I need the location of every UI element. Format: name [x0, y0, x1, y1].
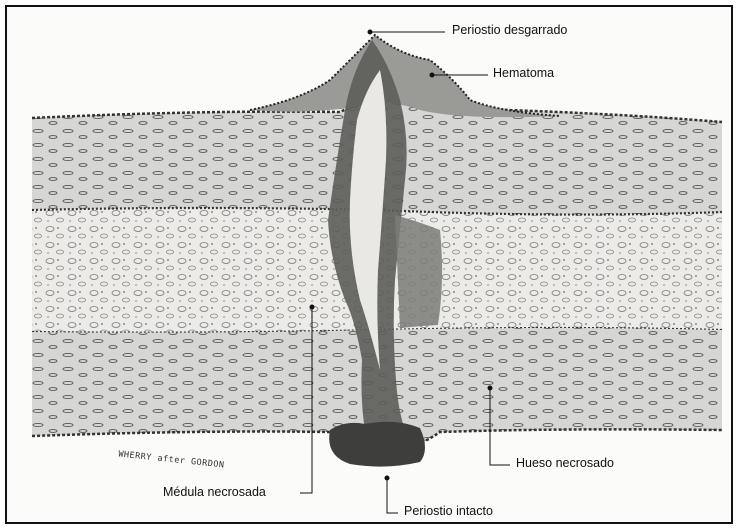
label-hueso-necrosado: Hueso necrosado: [516, 456, 614, 470]
label-periostio-desgarrado: Periostio desgarrado: [452, 23, 567, 37]
label-medula-necrosada: Médula necrosada: [163, 485, 266, 499]
label-hematoma: Hematoma: [493, 66, 554, 80]
label-periostio-intacto: Periostio intacto: [404, 504, 493, 518]
